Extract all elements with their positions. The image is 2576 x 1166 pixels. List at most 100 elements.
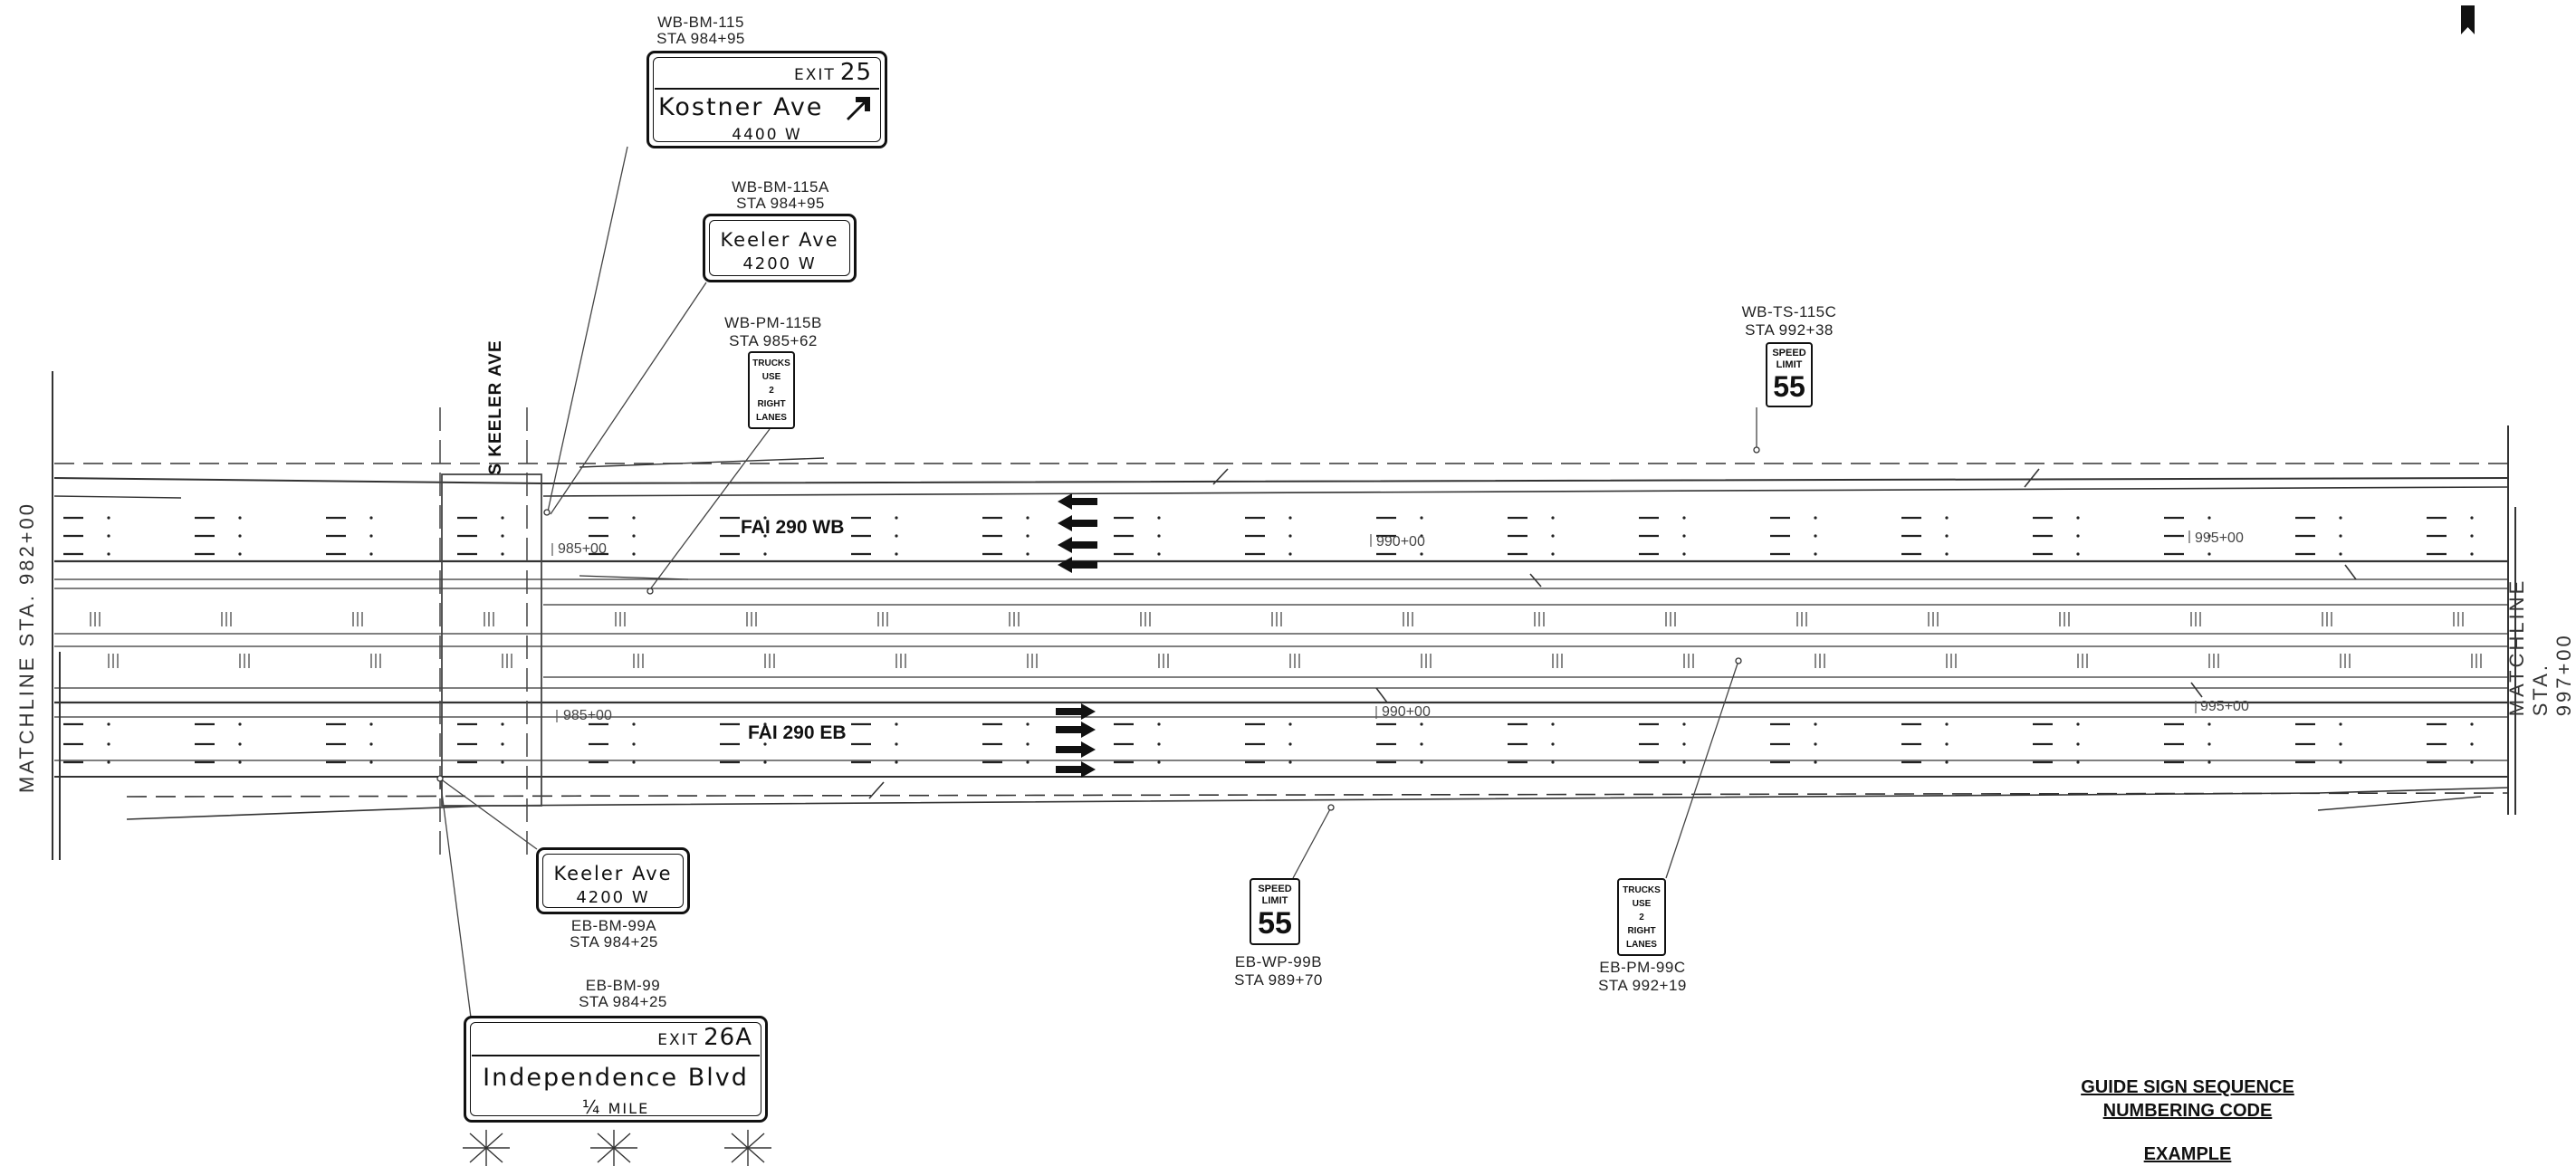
speed-limit-sign-wb: SPEED LIMIT 55 bbox=[1766, 342, 1813, 407]
sign-line: SPEED bbox=[1258, 884, 1292, 894]
sign-line: SPEED bbox=[1772, 348, 1806, 358]
exit-word: EXIT bbox=[794, 66, 836, 84]
sign-line: TRUCKS bbox=[752, 358, 790, 368]
sign-line: 2 bbox=[769, 386, 774, 396]
lane-reflector bbox=[2207, 742, 2211, 746]
arrow-left-icon bbox=[1058, 557, 1097, 573]
lane-reflector bbox=[1288, 516, 1292, 520]
destination-name: Keeler Ave bbox=[720, 229, 839, 251]
destination-subtext: 4200 W bbox=[576, 888, 650, 907]
destination-name: Kostner Ave bbox=[658, 93, 824, 121]
lane-reflector bbox=[2470, 760, 2474, 764]
lane-reflector bbox=[107, 516, 110, 520]
lane-reflector bbox=[1814, 516, 1817, 520]
matchline-right-label: MATCHLINE STA. 997+00 bbox=[2505, 578, 2575, 717]
lane-reflector bbox=[1288, 722, 1292, 726]
lane-reflector bbox=[895, 552, 898, 556]
destination-subtext: 4200 W bbox=[742, 254, 817, 273]
north-arrow-icon bbox=[2461, 5, 2475, 34]
speed-limit-number: 55 bbox=[1773, 370, 1805, 403]
lane-reflector bbox=[501, 722, 504, 726]
lane-reflector bbox=[1682, 742, 1686, 746]
speed-limit-sign-eb: SPEED LIMIT 55 bbox=[1250, 878, 1300, 945]
lane-reflector bbox=[1945, 760, 1949, 764]
sign-station: STA 992+19 bbox=[1598, 977, 1687, 994]
lane-reflector bbox=[763, 760, 767, 764]
lane-reflector bbox=[895, 534, 898, 538]
sign-line: TRUCKS bbox=[1623, 885, 1661, 895]
sign-line: USE bbox=[1632, 899, 1652, 909]
lane-reflector bbox=[1682, 516, 1686, 520]
lane-reflector bbox=[1157, 742, 1161, 746]
sign-line: LANES bbox=[1626, 940, 1657, 950]
lane-reflector bbox=[107, 742, 110, 746]
sign-line: LANES bbox=[756, 413, 787, 423]
sign-line: RIGHT bbox=[757, 399, 786, 409]
lane-reflector bbox=[1945, 516, 1949, 520]
road-label-eb: FAI 290 EB bbox=[748, 722, 847, 743]
guide-sign-keeler-eb: Keeler Ave 4200 W bbox=[536, 847, 690, 914]
lane-reflector bbox=[1551, 516, 1555, 520]
arrow-left-icon bbox=[1058, 515, 1097, 531]
lane-reflector bbox=[1551, 760, 1555, 764]
matchline-bars bbox=[52, 371, 2516, 860]
sign-code: EB-WP-99B bbox=[1234, 953, 1323, 970]
arrow-left-icon bbox=[1058, 537, 1097, 553]
lane-reflector bbox=[1551, 534, 1555, 538]
lane-reflector bbox=[1288, 552, 1292, 556]
x-markers bbox=[463, 1130, 771, 1166]
lane-reflector bbox=[369, 742, 373, 746]
lane-reflector bbox=[1026, 742, 1029, 746]
lane-reflector bbox=[895, 516, 898, 520]
lane-reflector bbox=[1420, 760, 1423, 764]
direction-arrows bbox=[1056, 493, 1097, 778]
lane-reflector bbox=[107, 534, 110, 538]
lane-reflector bbox=[2207, 516, 2211, 520]
lane-reflector bbox=[2339, 516, 2342, 520]
legend-title-line1: GUIDE SIGN SEQUENCE bbox=[2081, 1077, 2294, 1097]
lane-reflector bbox=[1420, 534, 1423, 538]
lane-reflector bbox=[1945, 534, 1949, 538]
lane-reflector bbox=[1420, 722, 1423, 726]
station-label: 990+00 bbox=[1376, 534, 1425, 550]
destination-name: Independence Blvd bbox=[483, 1064, 749, 1092]
lane-reflector bbox=[1157, 534, 1161, 538]
lane-reflector bbox=[2076, 760, 2080, 764]
lane-reflector bbox=[1157, 552, 1161, 556]
sign-station: STA 984+95 bbox=[656, 30, 745, 47]
guide-sign-keeler-wb: Keeler Ave 4200 W bbox=[703, 214, 857, 282]
lane-reflector bbox=[2470, 552, 2474, 556]
lane-reflector bbox=[2207, 534, 2211, 538]
lane-reflector bbox=[632, 552, 636, 556]
trucks-lane-sign-eb: TRUCKS USE 2 RIGHT LANES bbox=[1617, 878, 1666, 956]
lane-reflector bbox=[1288, 742, 1292, 746]
lane-reflector bbox=[1551, 552, 1555, 556]
lane-reflector bbox=[763, 742, 767, 746]
up-right-arrow-icon bbox=[847, 97, 870, 120]
lane-reflector bbox=[1814, 742, 1817, 746]
lane-reflector bbox=[2339, 722, 2342, 726]
lane-reflector bbox=[369, 516, 373, 520]
station-label: 995+00 bbox=[2195, 530, 2244, 546]
exit-word: EXIT bbox=[657, 1031, 700, 1049]
lane-reflector bbox=[632, 742, 636, 746]
lane-reflector bbox=[2470, 516, 2474, 520]
sign-code: EB-PM-99C bbox=[1599, 959, 1686, 976]
lane-reflector bbox=[2339, 552, 2342, 556]
lane-reflector bbox=[2339, 742, 2342, 746]
exit-number: 25 bbox=[839, 59, 872, 86]
lane-reflector bbox=[369, 534, 373, 538]
lane-reflector bbox=[763, 534, 767, 538]
lane-reflector bbox=[1814, 534, 1817, 538]
arrow-left-icon bbox=[1058, 493, 1097, 510]
cross-street-outline bbox=[439, 407, 542, 860]
sign-line: USE bbox=[761, 372, 781, 382]
speed-limit-number: 55 bbox=[1258, 906, 1292, 941]
lane-reflector bbox=[1551, 742, 1555, 746]
lane-reflector bbox=[2470, 742, 2474, 746]
pavement-edges bbox=[53, 457, 2509, 820]
lane-reflector bbox=[895, 760, 898, 764]
road-label-wb: FAI 290 WB bbox=[741, 517, 845, 538]
sign-line: RIGHT bbox=[1627, 926, 1656, 936]
